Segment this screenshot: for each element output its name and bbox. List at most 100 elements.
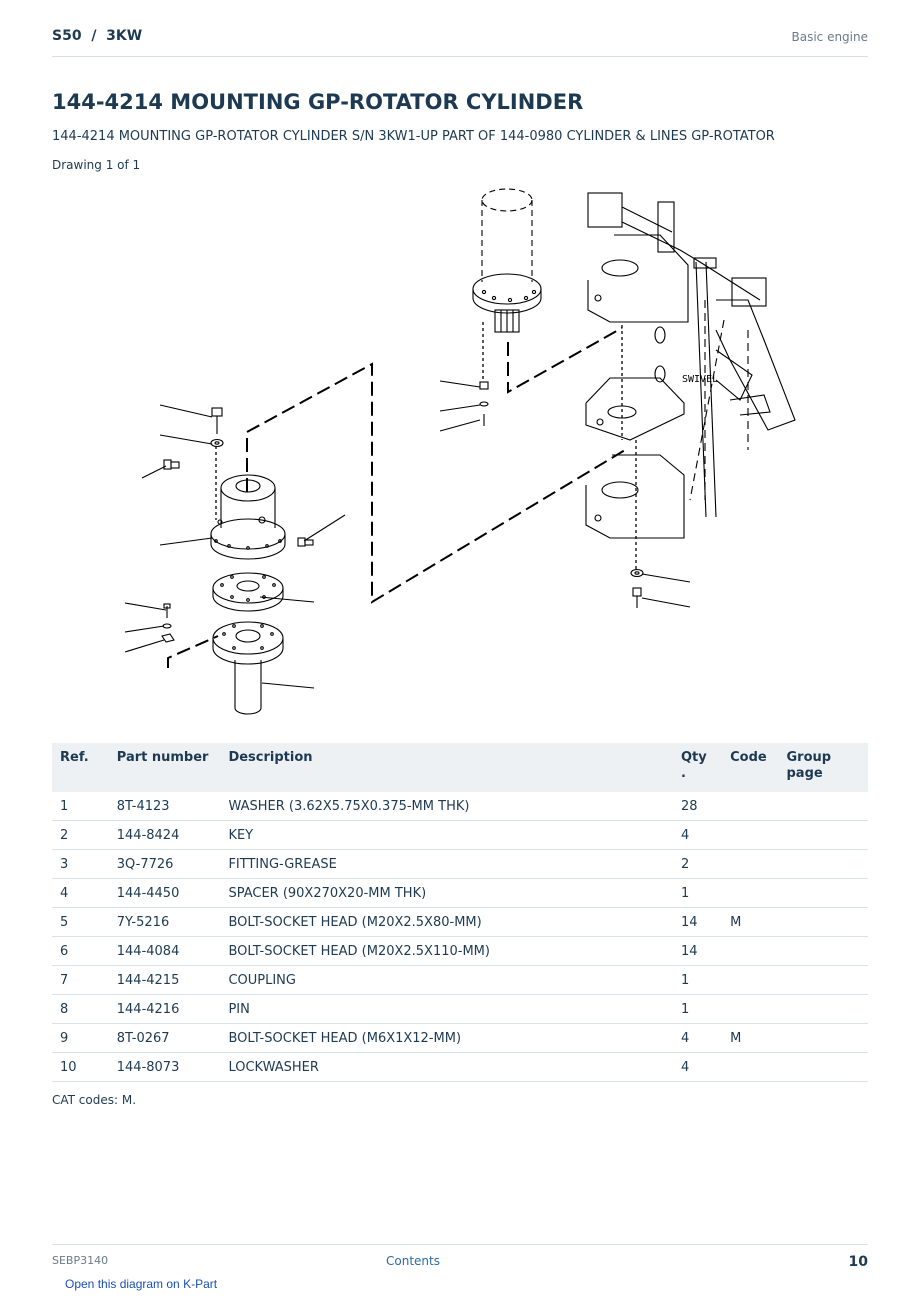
part-number-cell: 144-8073: [108, 1052, 221, 1082]
group-page-cell: [778, 907, 868, 937]
qty-cell: 1: [672, 878, 723, 908]
qty-cell: 4: [672, 820, 723, 850]
table-row: 4 144-4450 SPACER (90X270X20-MM THK) 1: [52, 878, 868, 908]
code-cell: [722, 792, 779, 821]
description-cell: PIN: [220, 994, 673, 1024]
group-page-cell: [778, 1023, 868, 1053]
spacer-plate: [212, 572, 284, 612]
description-column-header: Description: [220, 743, 673, 792]
open-in-kpart-link[interactable]: Open this diagram on K-Part: [65, 1277, 218, 1291]
description-cell: LOCKWASHER: [220, 1052, 673, 1082]
ref-cell: 9: [52, 1023, 109, 1053]
qty-cell: 1: [672, 965, 723, 995]
code-cell: [722, 878, 779, 908]
qty-column-header: Qty .: [672, 743, 723, 792]
part-number-cell: 8T-4123: [108, 792, 221, 821]
code-cell: [722, 849, 779, 879]
page-subtitle: 144-4214 MOUNTING GP-ROTATOR CYLINDER S/…: [52, 129, 775, 144]
qty-cell: 14: [672, 907, 723, 937]
table-row: 6 144-4084 BOLT-SOCKET HEAD (M20X2.5X110…: [52, 936, 868, 966]
rotator-cylinder: [481, 188, 533, 282]
table-row: 3 3Q-7726 FITTING-GREASE 2: [52, 849, 868, 879]
part-number-column-header: Part number: [108, 743, 221, 792]
table-row: 5 7Y-5216 BOLT-SOCKET HEAD (M20X2.5X80-M…: [52, 907, 868, 937]
ref-cell: 5: [52, 907, 109, 937]
page-header: S50 / 3KW Basic engine: [52, 28, 868, 57]
section-label: Basic engine: [791, 30, 868, 44]
qty-cell: 28: [672, 792, 723, 821]
code-cell: [722, 820, 779, 850]
description-cell: COUPLING: [220, 965, 673, 995]
page-footer: SEBP3140 Contents 10: [52, 1244, 868, 1275]
code-cell: [722, 1052, 779, 1082]
assembly-axis-lines: [215, 322, 637, 570]
rotator-cylinder-flange: [472, 273, 542, 333]
cat-codes-note: CAT codes: M.: [52, 1093, 137, 1107]
table-row: 8 144-4216 PIN 1: [52, 994, 868, 1024]
ref-cell: 1: [52, 792, 109, 821]
dashed-connection-lines: [167, 327, 626, 668]
table-header-row: Ref. Part number Description Qty . Code …: [52, 743, 868, 792]
part-number-cell: 144-4216: [108, 994, 221, 1024]
description-cell: BOLT-SOCKET HEAD (M20X2.5X110-MM): [220, 936, 673, 966]
code-cell: [722, 965, 779, 995]
group-page-cell: [778, 820, 868, 850]
drawing-counter: Drawing 1 of 1: [52, 158, 141, 172]
group-page-cell: [778, 1052, 868, 1082]
part-number-cell: 144-4215: [108, 965, 221, 995]
page-title: 144-4214 MOUNTING GP-ROTATOR CYLINDER: [52, 90, 584, 114]
model-label: S50 / 3KW: [52, 28, 143, 44]
leader-lines: [124, 380, 691, 689]
parts-table: Ref. Part number Description Qty . Code …: [52, 743, 868, 1082]
group-page-column-header: Group page: [778, 743, 868, 792]
table-row: 2 144-8424 KEY 4: [52, 820, 868, 850]
ref-cell: 8: [52, 994, 109, 1024]
swivel-frame: [585, 192, 796, 539]
ref-column-header: Ref.: [52, 743, 109, 792]
coupling-part: [210, 474, 286, 560]
group-page-cell: [778, 849, 868, 879]
part-number-cell: 3Q-7726: [108, 849, 221, 879]
description-cell: BOLT-SOCKET HEAD (M20X2.5X80-MM): [220, 907, 673, 937]
ref-cell: 10: [52, 1052, 109, 1082]
table-row: 9 8T-0267 BOLT-SOCKET HEAD (M6X1X12-MM) …: [52, 1023, 868, 1053]
contents-link[interactable]: Contents: [386, 1254, 440, 1268]
code-cell: [722, 936, 779, 966]
qty-cell: 4: [672, 1023, 723, 1053]
part-number-cell: 8T-0267: [108, 1023, 221, 1053]
part-number-cell: 144-4084: [108, 936, 221, 966]
exploded-parts-diagram: SWIVEL: [124, 188, 796, 715]
small-fasteners: [161, 381, 644, 643]
pin-part: [212, 621, 284, 715]
swivel-hidden-lines: [689, 300, 749, 501]
ref-cell: 6: [52, 936, 109, 966]
description-cell: BOLT-SOCKET HEAD (M6X1X12-MM): [220, 1023, 673, 1053]
part-number-cell: 144-4450: [108, 878, 221, 908]
qty-cell: 4: [672, 1052, 723, 1082]
code-column-header: Code: [722, 743, 779, 792]
group-page-cell: [778, 965, 868, 995]
page-number: 10: [848, 1254, 868, 1270]
description-cell: SPACER (90X270X20-MM THK): [220, 878, 673, 908]
qty-cell: 2: [672, 849, 723, 879]
group-page-cell: [778, 994, 868, 1024]
group-page-cell: [778, 936, 868, 966]
qty-cell: 14: [672, 936, 723, 966]
description-cell: FITTING-GREASE: [220, 849, 673, 879]
ref-cell: 4: [52, 878, 109, 908]
group-page-cell: [778, 878, 868, 908]
ref-cell: 2: [52, 820, 109, 850]
part-number-cell: 7Y-5216: [108, 907, 221, 937]
ref-cell: 7: [52, 965, 109, 995]
part-number-cell: 144-8424: [108, 820, 221, 850]
document-id: SEBP3140: [52, 1254, 109, 1267]
swivel-label: SWIVEL: [682, 374, 718, 385]
description-cell: WASHER (3.62X5.75X0.375-MM THK): [220, 792, 673, 821]
table-row: 1 8T-4123 WASHER (3.62X5.75X0.375-MM THK…: [52, 792, 868, 821]
description-cell: KEY: [220, 820, 673, 850]
ref-cell: 3: [52, 849, 109, 879]
code-cell: M: [722, 1023, 779, 1053]
code-cell: [722, 994, 779, 1024]
table-row: 10 144-8073 LOCKWASHER 4: [52, 1052, 868, 1082]
code-cell: M: [722, 907, 779, 937]
